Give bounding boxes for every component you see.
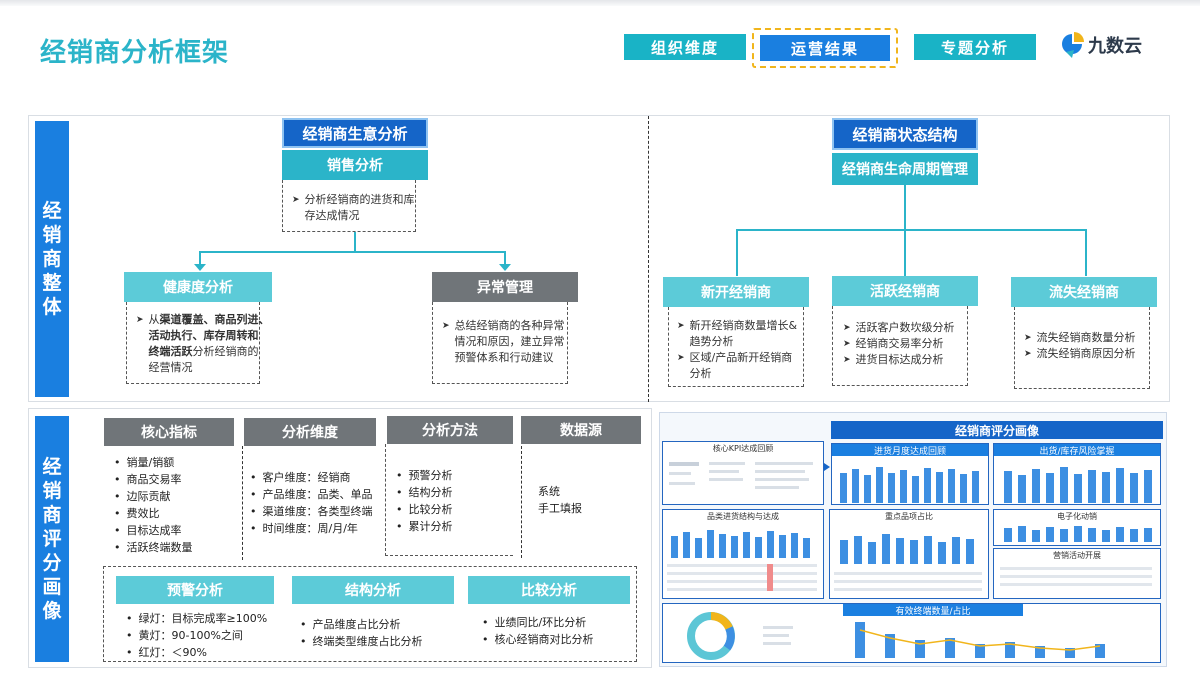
- health-analysis-title: 健康度分析: [124, 272, 272, 302]
- warning-analysis-list: 绿灯：目标完成率≥100% 黄灯：90-100%之间 红灯：＜90%: [126, 610, 268, 661]
- e-commerce-panel: 电子化动销: [993, 509, 1161, 546]
- category-structure-table: [667, 564, 817, 591]
- e-commerce-title: 电子化动销: [994, 510, 1160, 522]
- analysis-method-box: [385, 444, 513, 556]
- monthly-review-title: 进货月度达成回顾: [832, 444, 988, 457]
- analysis-method-title: 分析方法: [387, 416, 513, 444]
- comparison-analysis-list: 业绩同比/环比分析 核心经销商对比分析: [482, 614, 594, 648]
- marketing-title: 营销活动开展: [994, 549, 1160, 561]
- methods-frame: [103, 566, 637, 662]
- health-analysis-box: [126, 302, 260, 384]
- analysis-dimension-title: 分析维度: [244, 418, 376, 446]
- new-dealer-title: 新开经销商: [663, 277, 809, 307]
- new-dealer-desc: ➤新开经销商数量增长&趋势分析 ➤区域/产品新开经销商分析: [677, 319, 798, 380]
- structure-analysis-title: 结构分析: [292, 576, 454, 604]
- risk-chart: [1000, 459, 1154, 503]
- e-commerce-chart: [1000, 524, 1154, 542]
- arrow-down-icon: [499, 264, 511, 271]
- key-items-panel: 重点品项占比: [829, 509, 989, 599]
- abnormal-management-desc: ➤总结经销商的各种异常情况和原因，建立异常预警体系和行动建议: [442, 319, 565, 364]
- kpi-review-panel: 核心KPI达成回顾: [662, 441, 824, 505]
- section-portrait-label: 经 销 商 评 分 画 像: [35, 416, 69, 662]
- terminals-chart: [687, 612, 1105, 660]
- connector: [504, 251, 506, 269]
- warning-analysis-title: 预警分析: [116, 576, 274, 604]
- tab-operation-results-label: 运营结果: [760, 35, 890, 61]
- connector: [354, 232, 356, 252]
- logo-mark-icon: [1062, 32, 1084, 58]
- business-analysis-title: 经销商生意分析: [282, 118, 428, 148]
- health-analysis-desc: ➤从渠道覆盖、商品列进、活动执行、库存周转和终端活跃分析经销商的经营情况: [136, 313, 270, 374]
- monthly-review-panel: 进货月度达成回顾: [831, 443, 989, 505]
- risk-panel: 出货/库存风险掌握: [993, 443, 1161, 505]
- brand-logo: 九数云: [1060, 32, 1142, 58]
- sales-analysis-title: 销售分析: [282, 150, 428, 180]
- analysis-dimension-list: 客户维度：经销商 产品维度：品类、单品 渠道维度：各类型终端 时间维度：周/月/…: [250, 469, 373, 537]
- abnormal-management-title: 异常管理: [432, 272, 578, 302]
- data-source-list: 系统 手工填报: [538, 485, 582, 515]
- arrow-down-icon: [194, 264, 206, 271]
- marketing-table: [1000, 567, 1152, 586]
- lost-dealer-title: 流失经销商: [1011, 277, 1157, 307]
- arrow-right-icon: [824, 463, 830, 471]
- core-metrics-list: 销量/销额 商品交易率 边际贡献 费效比 目标达成率 活跃终端数量: [114, 454, 193, 556]
- column-divider: [242, 446, 243, 560]
- analysis-method-list: 预警分析 结构分析 比较分析 累计分析: [396, 467, 453, 535]
- column-divider: [521, 446, 522, 558]
- active-dealer-desc: ➤活跃客户数坎级分析 ➤经销商交易率分析 ➤进货目标达成分析: [843, 321, 955, 366]
- connector: [736, 229, 738, 276]
- data-source-title: 数据源: [521, 416, 641, 444]
- connector: [199, 251, 201, 269]
- kpi-review-graphic: [669, 462, 813, 489]
- connector: [904, 185, 906, 230]
- status-structure-title: 经销商状态结构: [832, 118, 978, 150]
- key-items-title: 重点品项占比: [830, 510, 988, 522]
- tab-topic-analysis[interactable]: 专题分析: [914, 34, 1036, 60]
- lost-dealer-desc: ➤流失经销商数量分析 ➤流失经销商原因分析: [1024, 331, 1136, 360]
- kpi-review-title: 核心KPI达成回顾: [663, 442, 823, 454]
- risk-title: 出货/库存风险掌握: [994, 444, 1160, 457]
- tab-operation-results[interactable]: 运营结果: [752, 28, 898, 68]
- category-structure-title: 品类进货结构与达成: [663, 510, 823, 522]
- portrait-title: 经销商评分画像: [831, 421, 1163, 439]
- structure-analysis-list: 产品维度占比分析 终端类型维度占比分析: [300, 616, 423, 650]
- comparison-analysis-title: 比较分析: [468, 576, 630, 604]
- active-dealer-title: 活跃经销商: [832, 276, 978, 306]
- active-dealer-box: [832, 306, 968, 386]
- sales-analysis-box: [282, 180, 416, 232]
- terminals-panel: 有效终端数量/占比: [662, 603, 1161, 663]
- key-items-chart: [836, 526, 982, 564]
- sales-analysis-desc: ➤分析经销商的进货和库存达成情况: [292, 193, 415, 222]
- connector: [904, 229, 906, 276]
- connector: [736, 229, 1086, 231]
- category-structure-chart: [669, 524, 817, 558]
- key-items-table: [834, 572, 982, 591]
- connector: [199, 251, 505, 253]
- logo-text: 九数云: [1088, 36, 1142, 57]
- section-overall-panel: [28, 115, 1170, 402]
- top-border: [0, 0, 1200, 6]
- section-overall-label: 经 销 商 整 体: [35, 121, 69, 397]
- connector: [1085, 229, 1087, 276]
- lifecycle-management-title: 经销商生命周期管理: [832, 153, 978, 185]
- section-divider: [648, 116, 649, 402]
- lost-dealer-box: [1014, 307, 1150, 389]
- terminals-title: 有效终端数量/占比: [843, 604, 1023, 617]
- page-title: 经销商分析框架: [40, 38, 230, 68]
- marketing-panel: 营销活动开展: [993, 548, 1161, 599]
- tab-organization[interactable]: 组织维度: [624, 34, 746, 60]
- category-structure-panel: 品类进货结构与达成: [662, 509, 824, 599]
- abnormal-management-box: [432, 302, 568, 384]
- monthly-review-chart: [838, 459, 982, 503]
- core-metrics-title: 核心指标: [104, 418, 234, 446]
- new-dealer-box: [668, 307, 804, 387]
